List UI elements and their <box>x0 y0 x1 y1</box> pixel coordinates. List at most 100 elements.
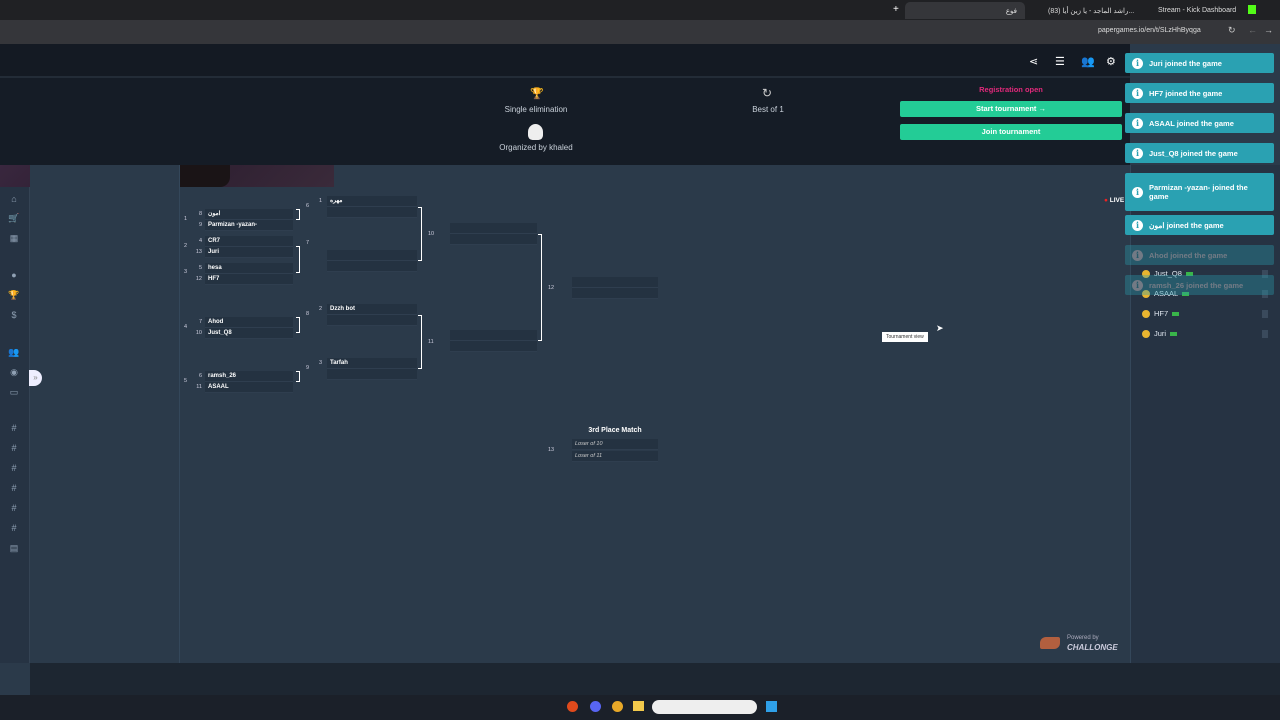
participant-slot[interactable]: CR7 <box>205 236 293 247</box>
channel-icon[interactable]: # <box>11 503 17 513</box>
address-bar[interactable]: papergames.io/en/t/SLzHhByqga ↻ ← → <box>0 20 1280 44</box>
match-number: 7 <box>306 240 310 246</box>
participant-slot[interactable]: مهره <box>327 196 417 207</box>
cart-icon[interactable]: 🛒 <box>8 213 20 223</box>
participant-slot[interactable]: Juri <box>205 247 293 258</box>
player-name: Just_Q8 <box>1154 269 1182 278</box>
robot-icon[interactable]: ◉ <box>10 367 18 377</box>
list-icon[interactable]: ☰ <box>1055 56 1065 68</box>
participant-slot[interactable]: Loser of 11 <box>572 451 658 462</box>
info-icon: i <box>1132 279 1143 291</box>
gear-icon[interactable]: ⚙ <box>1106 56 1116 68</box>
folder-icon[interactable] <box>633 701 644 711</box>
participant-slot[interactable]: امون <box>205 209 293 220</box>
delete-player-icon[interactable] <box>1262 270 1268 278</box>
channel-icon[interactable]: # <box>11 443 17 453</box>
app-icon[interactable] <box>567 701 578 712</box>
chrome-icon[interactable] <box>612 701 623 712</box>
delete-player-icon[interactable] <box>1262 330 1268 338</box>
participant-slot[interactable]: Tarfah <box>327 358 417 369</box>
book-icon[interactable]: ▤ <box>9 543 19 553</box>
player-avatar <box>1142 269 1150 278</box>
back-icon[interactable]: ← <box>1248 25 1257 35</box>
new-tab-button[interactable]: + <box>893 4 899 15</box>
join-tournament-button[interactable]: Join tournament <box>900 124 1122 140</box>
participant-slot[interactable] <box>450 341 537 352</box>
participant-slot[interactable] <box>327 369 417 380</box>
participant-slot[interactable]: hesa <box>205 263 293 274</box>
channel-icon[interactable]: # <box>11 523 17 533</box>
start-tournament-button[interactable]: Start tournament → <box>900 101 1122 117</box>
tab-2[interactable]: (83) راشد الماجد - يا زين أيا... <box>1040 2 1145 19</box>
info-icon: i <box>1132 117 1143 129</box>
flag-icon <box>1185 271 1193 276</box>
trophy-icon: 🏆 <box>530 88 544 100</box>
participant-slot[interactable] <box>327 207 417 218</box>
best-of-label: Best of 1 <box>752 105 784 114</box>
participant-slot[interactable] <box>327 315 417 326</box>
participant-slot[interactable]: Loser of 10 <box>572 439 658 450</box>
ticket-icon[interactable]: ▭ <box>9 387 19 397</box>
match-number: 3 <box>184 269 188 275</box>
expand-sidebar-button[interactable]: » <box>29 370 42 386</box>
home-icon[interactable]: ⌂ <box>11 194 17 204</box>
gift-icon[interactable]: ▦ <box>9 233 19 243</box>
windows-start-icon[interactable] <box>766 701 777 712</box>
participant-slot[interactable] <box>450 223 537 234</box>
player-avatar <box>1142 329 1150 338</box>
channel-icon[interactable]: # <box>11 463 17 473</box>
player-name: Juri <box>1154 329 1167 338</box>
participant-slot[interactable]: ASAAL <box>205 382 293 393</box>
users-icon[interactable]: 👥 <box>8 347 20 357</box>
forward-icon[interactable]: → <box>1264 25 1273 35</box>
participant-slot[interactable]: HF7 <box>205 274 293 285</box>
sidebar: ⌂ 🛒 ▦ ● 🏆 $ 👥 ◉ ▭ # # # # # # ▤ <box>0 187 30 663</box>
challonge-brand[interactable]: CHALLONGE <box>1067 643 1118 652</box>
delete-player-icon[interactable] <box>1262 290 1268 298</box>
channel-icon[interactable]: # <box>11 423 17 433</box>
tab-1[interactable]: فوع <box>905 2 1025 19</box>
seed-number: 12 <box>195 276 202 282</box>
participant-slot[interactable]: ramsh_26 <box>205 371 293 382</box>
player-avatar <box>1142 289 1150 298</box>
participant-slot[interactable] <box>572 288 658 299</box>
participant-slot[interactable]: Ahod <box>205 317 293 328</box>
channel-icon[interactable]: # <box>11 483 17 493</box>
search-box[interactable] <box>652 700 757 714</box>
browser-tab-bar: + فوع (83) راشد الماجد - يا زين أيا... S… <box>0 0 1280 20</box>
dollar-icon[interactable]: $ <box>11 310 17 320</box>
page-footer <box>30 663 1280 695</box>
participant-slot[interactable] <box>572 277 658 288</box>
reload-icon[interactable]: ↻ <box>1228 25 1236 35</box>
bracket-connector <box>296 317 300 333</box>
organizer-label[interactable]: Organized by khaled <box>499 143 573 152</box>
participant-slot[interactable] <box>450 234 537 245</box>
participant-slot[interactable] <box>327 250 417 261</box>
mouse-cursor: ➤ <box>936 323 944 333</box>
participant-slot[interactable]: Just_Q8 <box>205 328 293 339</box>
delete-player-icon[interactable] <box>1262 310 1268 318</box>
tab-3[interactable]: Stream - Kick Dashboard <box>1150 2 1245 19</box>
format-label: Single elimination <box>504 105 568 114</box>
match-number: 2 <box>184 243 188 249</box>
disc-icon[interactable]: ● <box>11 270 17 280</box>
match-number: 12 <box>548 285 555 291</box>
participant-slot[interactable] <box>327 261 417 272</box>
participant-slot[interactable] <box>450 330 537 341</box>
participant-slot[interactable]: Dzzh bot <box>327 304 417 315</box>
bracket-connector <box>296 371 300 382</box>
trophy-icon[interactable]: 🏆 <box>8 290 20 300</box>
users-icon[interactable]: 👥 <box>1081 56 1095 68</box>
participant-slot[interactable]: Parmizan -yazan- <box>205 220 293 231</box>
match-number: 5 <box>184 378 188 384</box>
share-icon[interactable]: ⋖ <box>1029 56 1039 68</box>
discord-icon[interactable] <box>590 701 601 712</box>
